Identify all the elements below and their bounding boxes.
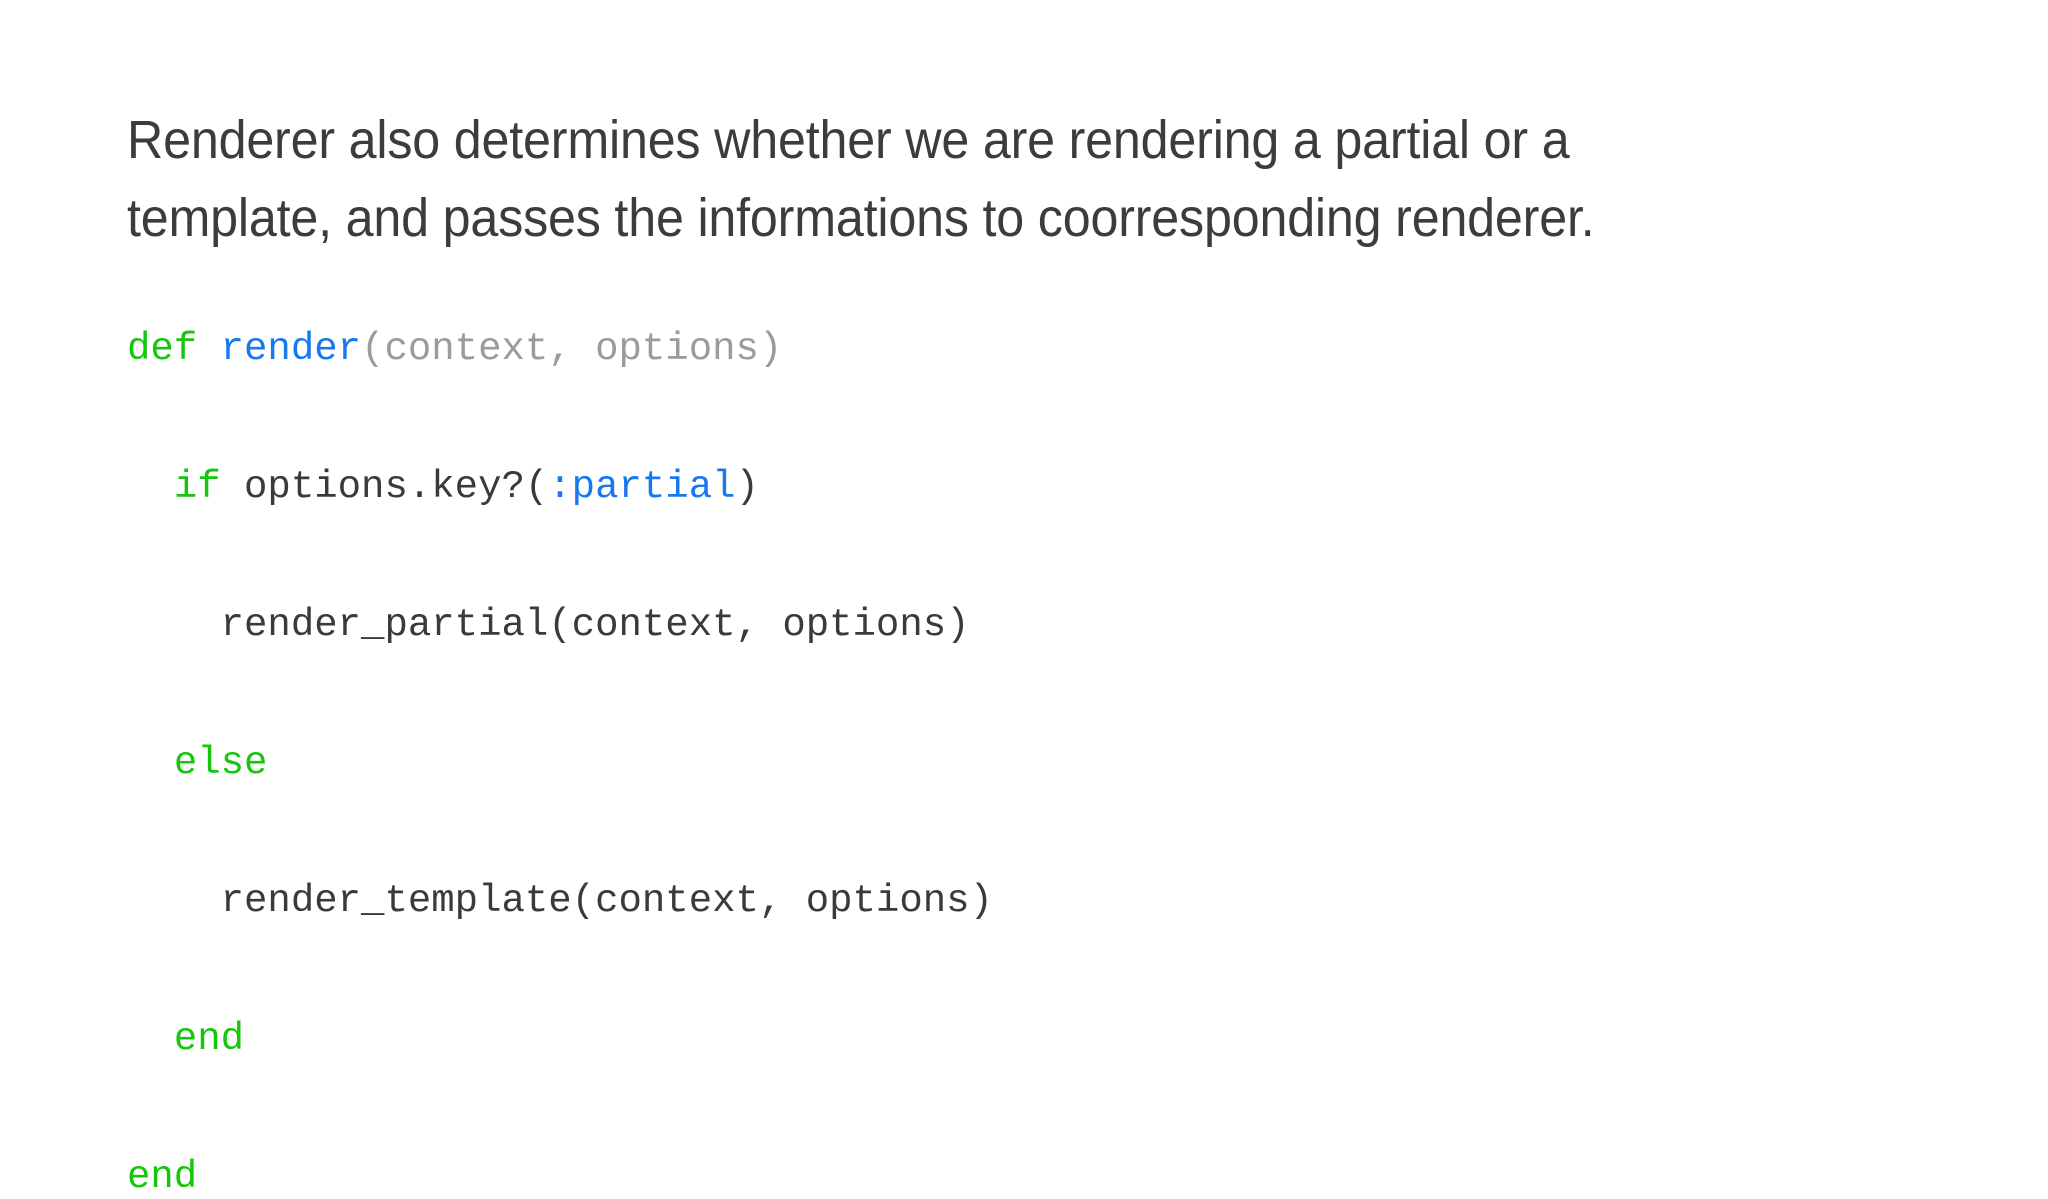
code-line: else	[127, 729, 993, 797]
code-token-keyword: end	[173, 1017, 245, 1061]
code-line: render_template(context, options)	[127, 867, 993, 935]
code-block: def render(context, options) if options.…	[127, 315, 993, 1199]
code-token-keyword: end	[127, 1155, 198, 1199]
code-indent	[127, 879, 221, 923]
code-token-keyword: def	[127, 327, 198, 371]
code-content: def render(context, options) if options.…	[127, 315, 993, 1199]
code-indent	[127, 603, 221, 647]
code-token-plain: options.key?(	[220, 465, 549, 509]
code-line: render_partial(context, options)	[127, 591, 993, 659]
page-title: Renderer also determines whether we are …	[127, 110, 1595, 248]
code-token-symbol: :partial	[548, 465, 736, 509]
code-token-plain: )	[735, 465, 759, 509]
code-token-keyword: if	[173, 465, 221, 509]
code-line: end	[127, 1005, 993, 1073]
slide-canvas: Renderer also determines whether we are …	[127, 110, 1595, 1199]
code-indent	[127, 465, 174, 509]
code-token-method: render	[220, 327, 362, 371]
code-token-muted: (context, options)	[361, 327, 783, 371]
code-line: def render(context, options)	[127, 315, 993, 383]
code-line: end	[127, 1143, 993, 1199]
code-line: if options.key?(:partial)	[127, 453, 993, 521]
code-token-keyword: else	[173, 741, 268, 785]
code-token-plain: render_partial(context, options)	[220, 603, 970, 647]
code-token-plain: render_template(context, options)	[220, 879, 993, 923]
code-indent	[127, 1017, 174, 1061]
code-indent	[127, 741, 174, 785]
code-token-plain	[197, 327, 220, 371]
